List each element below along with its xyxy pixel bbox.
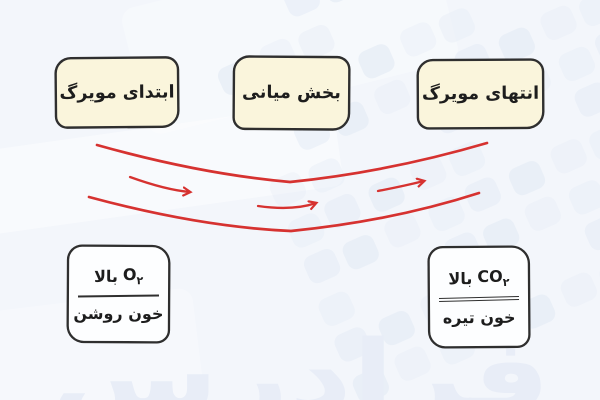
bright-blood-label: خون روشن: [73, 303, 164, 323]
box-capillary-middle: بخش میانی: [232, 55, 351, 131]
box-capillary-end-label: انتهای مویرگ: [421, 83, 540, 105]
info-box-oxygen: O۲ بالا خون روشن: [66, 244, 171, 344]
box-capillary-start-label: ابتدای مویرگ: [59, 81, 175, 104]
o2-formula: O۲: [122, 265, 144, 288]
oxygen-level-label: O۲ بالا: [94, 265, 143, 287]
co2-formula: CO۲: [477, 267, 510, 290]
divider-line: [77, 294, 160, 298]
box-capillary-end: انتهای مویرگ: [416, 58, 545, 130]
box-capillary-middle-label: بخش میانی: [242, 82, 341, 104]
high-label: بالا: [448, 269, 473, 289]
box-capillary-start: ابتدای مویرگ: [54, 56, 180, 129]
dark-blood-label: خون تیره: [442, 307, 516, 327]
high-label: بالا: [93, 266, 118, 286]
co2-level-label: CO۲ بالا: [448, 267, 509, 290]
divider-line-double: [438, 295, 520, 302]
info-box-carbon-dioxide: CO۲ بالا خون تیره: [427, 245, 531, 349]
